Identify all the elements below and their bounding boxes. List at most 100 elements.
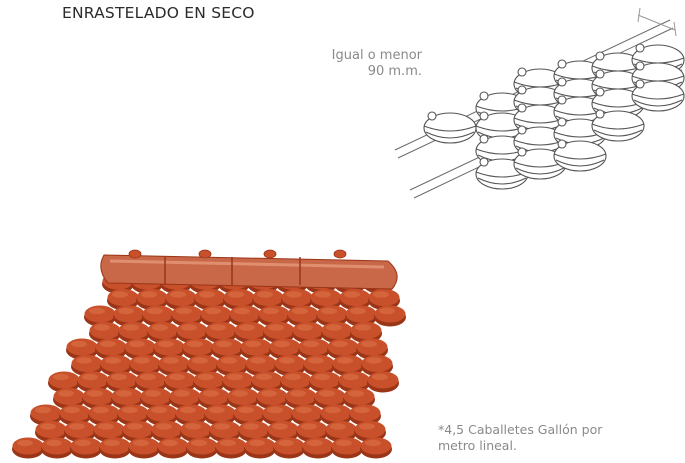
ridge-tiles	[100, 249, 398, 290]
roof-tile	[182, 338, 214, 360]
roof-tile	[227, 388, 259, 409]
roof-tile	[345, 305, 377, 327]
roof-tile	[193, 371, 225, 393]
roof-tile	[309, 371, 341, 393]
roof-tile	[71, 355, 103, 376]
roof-tile	[180, 421, 212, 442]
roof-tile	[99, 437, 131, 459]
roof-tile	[70, 437, 102, 459]
roof-tile	[66, 338, 98, 360]
roof-tile	[187, 355, 219, 376]
roof-tile	[303, 355, 335, 376]
roof-tile	[215, 437, 247, 459]
roof-tile	[30, 404, 62, 426]
roof-tile	[316, 305, 348, 327]
roof-tile	[240, 338, 272, 360]
roof-tile	[325, 421, 357, 442]
sketch-tile	[553, 139, 607, 172]
roof-tile	[95, 338, 127, 360]
roof-tile	[343, 388, 375, 409]
roof-tile	[12, 437, 44, 459]
roof-tile	[314, 388, 346, 409]
roof-tile	[176, 322, 208, 343]
roof-tile	[117, 404, 149, 426]
roof-tile	[157, 437, 189, 459]
roof-tile	[310, 289, 342, 310]
roof-tile	[291, 404, 323, 426]
roof-tile	[169, 388, 201, 409]
sketch-tile	[631, 79, 685, 112]
roof-tile	[89, 322, 121, 343]
roof-tile	[204, 404, 236, 426]
roof-tile	[349, 404, 381, 426]
roof-tile	[211, 338, 243, 360]
roof-tile	[175, 404, 207, 426]
roof-tile	[292, 322, 324, 343]
roof-tile	[140, 388, 172, 409]
roof-tile	[252, 289, 284, 310]
roof-tile	[164, 371, 196, 393]
roof-tile	[124, 338, 156, 360]
roof-tile-line-drawing	[394, 7, 685, 199]
dimension-note-line-2: 90 m.m.	[367, 64, 422, 79]
roof-tile	[153, 338, 185, 360]
page-title: ENRASTELADO EN SECO	[62, 4, 255, 22]
roof-tile	[229, 305, 261, 327]
dimension-note-line-1: Igual o menor	[331, 48, 422, 63]
roof-tile	[41, 437, 73, 459]
roof-tile	[350, 322, 382, 343]
roof-tile	[338, 371, 370, 393]
roof-tile	[321, 322, 353, 343]
roof-tile	[320, 404, 352, 426]
roof-tile	[107, 289, 139, 310]
roof-tile	[332, 355, 364, 376]
roof-tile	[171, 305, 203, 327]
roof-tile	[296, 421, 328, 442]
roof-tile	[200, 305, 232, 327]
roof-tile	[269, 338, 301, 360]
roof-tile	[238, 421, 270, 442]
roof-tile	[64, 421, 96, 442]
sketch-tile	[513, 147, 567, 180]
footnote-line-2: metro lineal.	[438, 438, 517, 453]
roof-tile	[106, 371, 138, 393]
roof-tile	[367, 371, 399, 393]
roof-tile	[339, 289, 371, 310]
roof-tile	[245, 355, 277, 376]
roof-tile	[93, 421, 125, 442]
roof-tile	[285, 388, 317, 409]
roof-tile	[368, 289, 400, 310]
roof-tile	[281, 289, 313, 310]
roof-tile	[262, 404, 294, 426]
roof-tile	[374, 305, 406, 327]
roof-tile	[135, 371, 167, 393]
roof-tile	[251, 371, 283, 393]
roof-tile	[136, 289, 168, 310]
roof-tile	[274, 355, 306, 376]
footnote: *4,5 Caballetes Gallón por metro lineal.	[438, 422, 678, 454]
roof-tile	[222, 371, 254, 393]
sketch-tile	[513, 125, 567, 158]
roof-tile	[360, 437, 392, 459]
roof-tile	[88, 404, 120, 426]
roof-tile	[209, 421, 241, 442]
roof-tile	[244, 437, 276, 459]
roof-tile	[216, 355, 248, 376]
roof-tile	[233, 404, 265, 426]
roof-tile	[258, 305, 290, 327]
roof-tile	[361, 355, 393, 376]
roof-tile	[273, 437, 305, 459]
roof-tile	[298, 338, 330, 360]
roof-tile	[158, 355, 190, 376]
roof-tile	[35, 421, 67, 442]
roof-tile	[100, 355, 132, 376]
roof-tile	[129, 355, 161, 376]
roof-tile	[354, 421, 386, 442]
roof-tile	[205, 322, 237, 343]
roof-tile	[256, 388, 288, 409]
sketch-tile	[591, 109, 645, 142]
roof-tile	[53, 388, 85, 409]
roof-tile	[234, 322, 266, 343]
roof-tile	[48, 371, 80, 393]
roof-tile	[302, 437, 334, 459]
